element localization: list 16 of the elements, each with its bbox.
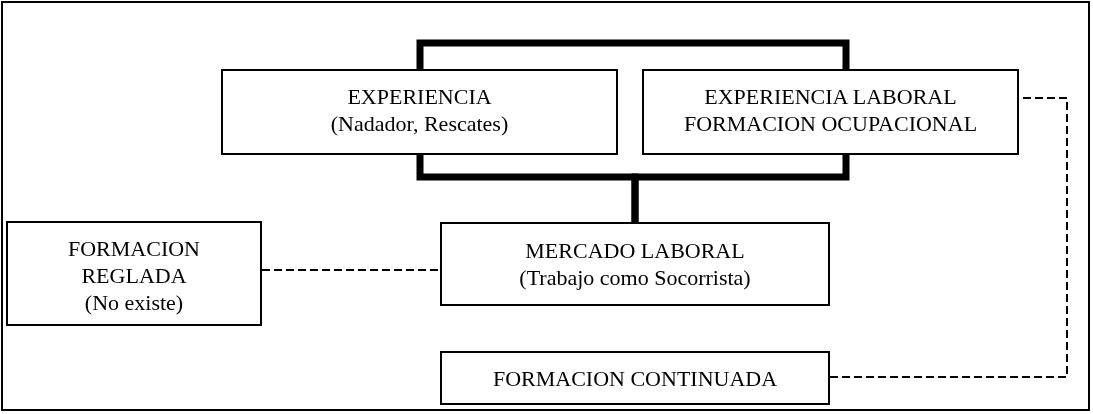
box-heading: EXPERIENCIA [347, 83, 492, 110]
box-subtitle: (No existe) [84, 289, 184, 316]
box-subtitle: (Trabajo como Socorrista) [519, 264, 751, 291]
box-heading: EXPERIENCIA LABORAL [704, 83, 957, 110]
box-heading: FORMACION CONTINUADA [492, 364, 778, 392]
box-heading: MERCADO LABORAL [525, 237, 745, 264]
text-box [440, 222, 830, 306]
box-subtitle: (Nadador, Rescates) [330, 110, 509, 137]
text-box [642, 69, 1019, 155]
text-box [221, 69, 618, 155]
text-box [440, 351, 830, 405]
box-heading: FORMACION REGLADA [67, 235, 201, 289]
dashed-connector [829, 97, 1068, 378]
dashed-connector [261, 269, 441, 271]
box-subtitle: FORMACION OCUPACIONAL [683, 110, 978, 137]
text-box [6, 221, 262, 326]
